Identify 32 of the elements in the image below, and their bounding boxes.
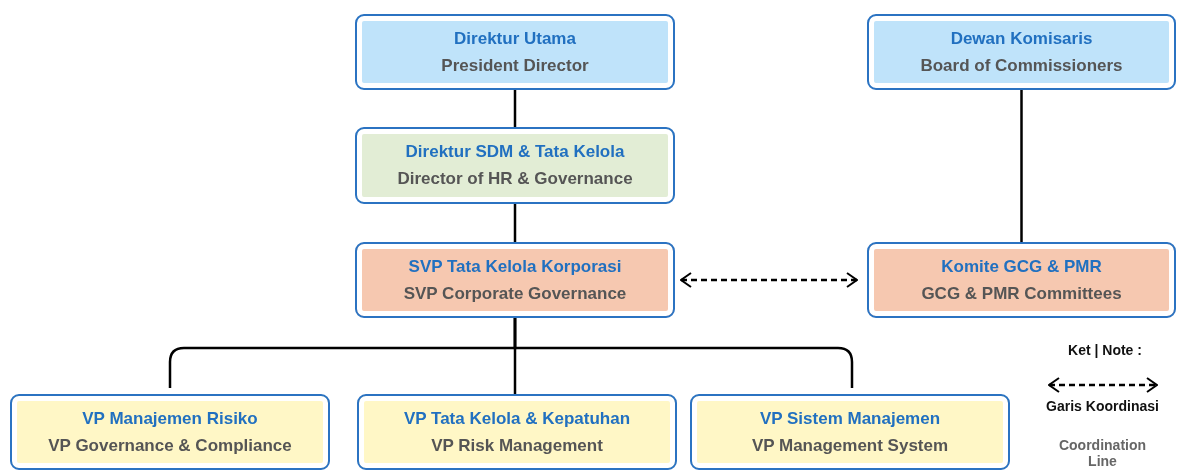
legend-translation: Coordination Line [1057,437,1148,469]
reporting-line [513,318,854,388]
english-title: GCG & PMR Committees [921,283,1122,304]
english-title: Board of Commissioners [920,55,1123,76]
org-box [355,14,675,90]
legend-text: Garis Koordinasi [1045,398,1160,414]
org-box [867,14,1176,90]
position-title: Direktur Utama [454,28,576,49]
org-box [357,394,677,470]
english-title: VP Management System [751,435,949,456]
english-title: VP Governance & Compliance [48,435,292,456]
position-title: Komite GCG & PMR [941,256,1102,277]
position-title: Direktur SDM & Tata Kelola [405,142,625,162]
reporting-line [1020,90,1023,242]
org-box [867,242,1176,318]
position-title: Dewan Komisaris [950,28,1093,49]
reporting-line [513,90,517,127]
english-title: Director of HR & Governance [397,169,633,189]
english-title: VP Risk Management [431,435,603,456]
coordination-arrow [680,272,858,288]
english-title: President Director [441,55,589,76]
org-box [10,394,330,470]
position-title: SVP Tata Kelola Korporasi [408,256,622,277]
org-box [690,394,1010,470]
org-box [355,127,675,204]
position-title: VP Tata Kelola & Kepatuhan [403,408,631,429]
position-title: VP Sistem Manajemen [759,408,941,429]
org-box [355,242,675,318]
english-title: SVP Corporate Governance [403,283,627,304]
position-title: VP Manajemen Risiko [82,408,258,429]
note-heading: Ket | Note : [1067,342,1143,358]
reporting-line [513,204,517,242]
